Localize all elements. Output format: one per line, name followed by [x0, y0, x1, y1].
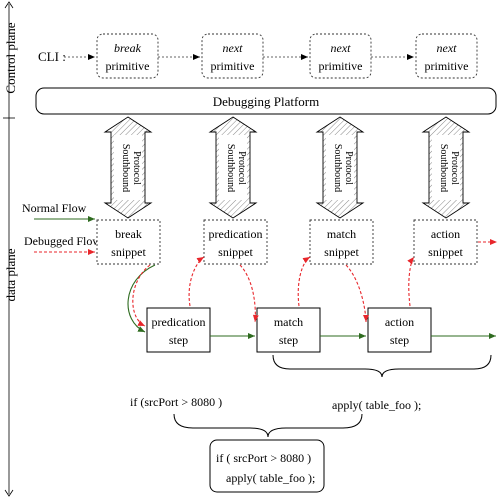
- step-box-0: predication step: [146, 307, 211, 353]
- code-brace: [173, 413, 363, 438]
- protocol-label: Protocol: [236, 151, 247, 185]
- southbound-label: Southbound: [332, 144, 343, 192]
- control-plane-label: Control plane: [3, 22, 18, 93]
- debugging-platform-bar: Debugging Platform: [35, 87, 497, 115]
- step-line2: step: [279, 333, 298, 347]
- step-line1: action: [385, 315, 414, 329]
- primitive-box-2: next primitive: [309, 33, 372, 79]
- debugged-flow-label: Debugged Flow: [24, 234, 101, 248]
- protocol-label: Protocol: [131, 151, 142, 185]
- step-line2: step: [390, 333, 409, 347]
- normal-flow-label: Normal Flow: [22, 201, 87, 215]
- snippet-line1: action: [431, 227, 460, 241]
- debugged-flow-path: [132, 256, 415, 327]
- primitive-box-3: next primitive: [415, 33, 478, 79]
- step-box-1: match step: [256, 307, 321, 353]
- step-box-2: action step: [367, 307, 432, 353]
- snippet-box-2: match snippet: [309, 219, 374, 265]
- primitive-word: primitive: [106, 59, 150, 73]
- primitive-word: primitive: [319, 59, 363, 73]
- snippet-line1: match: [327, 227, 356, 241]
- southbound-label: Southbound: [438, 144, 449, 192]
- cli-label: CLI :: [38, 49, 66, 64]
- snippet-line2: snippet: [111, 245, 146, 259]
- normal-flow-path: [127, 264, 496, 339]
- plane-axis: [3, 1, 15, 497]
- protocol-label: Protocol: [449, 151, 460, 185]
- snippet-box-0: break snippet: [96, 219, 161, 265]
- southbound-arrow-3: Southbound Protocol: [421, 116, 471, 219]
- primitive-keyword: next: [331, 41, 352, 55]
- snippet-line1: predication: [209, 227, 263, 241]
- step-line1: match: [274, 315, 303, 329]
- snippet-line2: snippet: [218, 245, 253, 259]
- primitive-box-0: break primitive: [96, 33, 159, 79]
- primitive-box-1: next primitive: [201, 33, 264, 79]
- step-line2: step: [169, 333, 188, 347]
- code-box-line1: if ( srcPort > 8080 ): [216, 451, 311, 465]
- southbound-arrow-2: Southbound Protocol: [315, 116, 365, 219]
- southbound-label: Southbound: [120, 144, 131, 192]
- protocol-label: Protocol: [343, 151, 354, 185]
- apply-brace: [272, 354, 492, 378]
- primitive-word: primitive: [211, 59, 255, 73]
- snippet-line2: snippet: [428, 245, 463, 259]
- code-box-line2: apply( table_foo );: [226, 471, 315, 485]
- debugging-platform-label: Debugging Platform: [213, 94, 320, 109]
- primitive-keyword: next: [437, 41, 458, 55]
- southbound-arrow-1: Southbound Protocol: [208, 116, 258, 219]
- snippet-box-3: action snippet: [413, 219, 478, 265]
- data-plane-label: data plane: [3, 248, 18, 301]
- snippet-box-1: predication snippet: [203, 219, 268, 265]
- snippet-line1: break: [115, 227, 142, 241]
- snippet-line2: snippet: [324, 245, 359, 259]
- code-box: if ( srcPort > 8080 ) apply( table_foo )…: [209, 439, 325, 493]
- southbound-label: Southbound: [225, 144, 236, 192]
- condition-text: if (srcPort > 8080 ): [130, 395, 222, 409]
- step-line1: predication: [152, 315, 206, 329]
- apply-text: apply( table_foo );: [332, 398, 421, 412]
- southbound-arrow-0: Southbound Protocol: [103, 116, 153, 219]
- primitive-word: primitive: [425, 59, 469, 73]
- primitive-keyword: next: [223, 41, 244, 55]
- primitive-keyword: break: [114, 41, 142, 55]
